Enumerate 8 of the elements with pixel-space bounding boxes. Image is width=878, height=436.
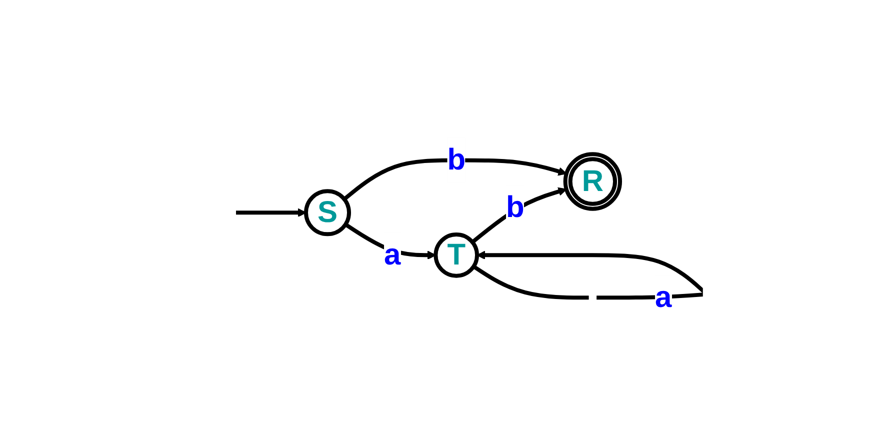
edge-label: a: [384, 238, 400, 272]
arrow: [342, 158, 566, 200]
node-circle: R: [562, 152, 622, 210]
node-circle: T: [433, 232, 479, 278]
edge-label: a: [654, 280, 672, 314]
edge-label: b: [446, 143, 466, 176]
node-circle: S: [304, 188, 351, 236]
edge-label: b: [506, 190, 524, 224]
